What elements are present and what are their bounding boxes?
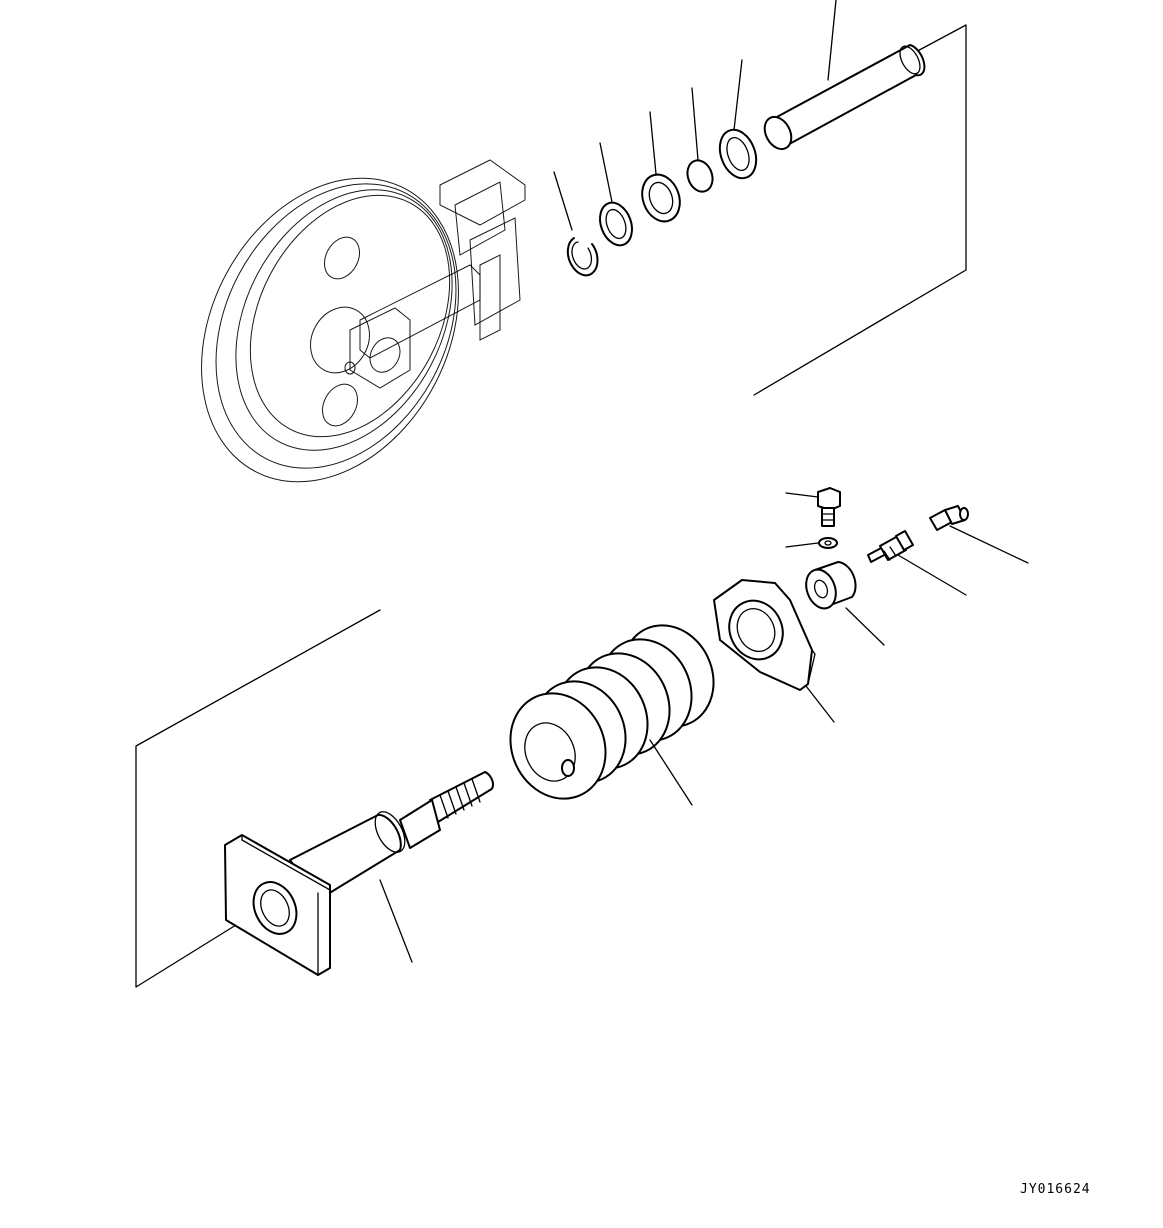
collar-nut-part (805, 561, 885, 646)
bracket-part (713, 579, 835, 723)
lower-frame (135, 609, 381, 988)
snap-ring-part (553, 171, 599, 277)
grease-valve-part (867, 530, 967, 596)
washer-part (785, 537, 838, 549)
seal-ring-part (718, 59, 758, 180)
idler-wheel (201, 159, 526, 483)
plug-part (686, 87, 714, 193)
coil-spring-part (509, 624, 715, 806)
bolt-part (785, 487, 841, 527)
bushing-ring-part (641, 111, 681, 223)
rod-with-plate-part (224, 771, 495, 976)
upper-frame (753, 24, 967, 396)
pin-part (763, 0, 926, 151)
drawing-code: JY016624 (1020, 1182, 1091, 1197)
o-ring-part (599, 142, 633, 247)
grease-fitting-part (929, 505, 1029, 564)
